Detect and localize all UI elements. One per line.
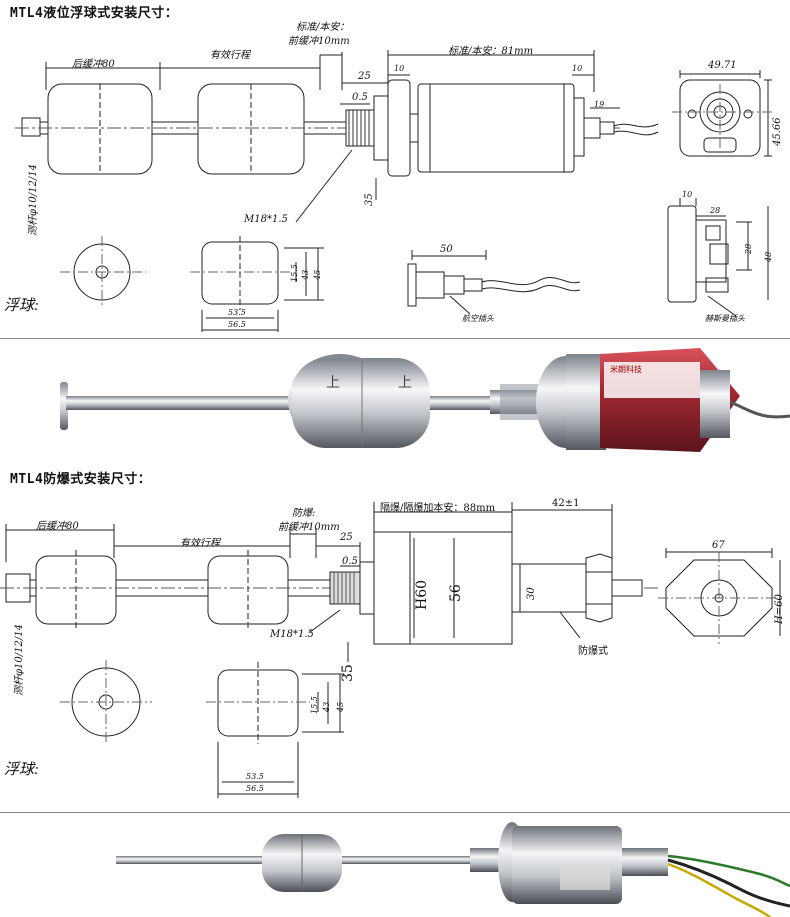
label-rear-buffer: 后缓冲80	[72, 59, 115, 70]
product-photo-steel	[0, 814, 790, 917]
label-float-56-5: 56.5	[228, 320, 246, 329]
label-std-front: 标准/本安：	[296, 22, 350, 33]
label-float-15-5: 15.5	[290, 264, 299, 282]
exp-label-float-43: 43	[322, 701, 331, 712]
label-thread: M18*1.5	[244, 214, 288, 225]
exp-label-float-45: 45	[336, 701, 345, 712]
label-stroke: 有效行程	[210, 50, 250, 61]
label-dim-28a: 28	[710, 206, 721, 215]
exp-label-proof: 防爆:	[292, 508, 316, 519]
mtl4-section-title: MTL4液位浮球式安装尺寸：	[10, 6, 179, 21]
label-hirschmann-plug: 赫斯曼插头	[705, 314, 745, 323]
exp-label-rear-buffer: 后缓冲80	[36, 521, 79, 532]
label-dim-48: 48	[764, 251, 773, 262]
label-dim-50: 50	[440, 244, 453, 255]
exp-label-dim-56: 56	[448, 584, 464, 602]
exp-label-thread: M18*1.5	[270, 629, 314, 640]
explosion-drawing-panel: MTL4防爆式安装尺寸：	[0, 462, 790, 810]
label-dim-35: 35	[364, 193, 375, 206]
exp-label-dim-35: 35	[340, 664, 356, 682]
float-mark-a: 上	[326, 375, 340, 391]
label-dim-19: 19	[594, 100, 605, 109]
exp-label-dim-0-5: 0.5	[342, 556, 358, 567]
exp-float-label: 浮球:	[4, 762, 39, 778]
mtl4-drawing-svg	[15, 50, 772, 332]
exp-label-rod: 测杆φ10/12/14	[14, 624, 25, 696]
product-photo-red: 米朗科技 上 上	[0, 340, 790, 462]
exp-label-stroke: 有效行程	[180, 538, 220, 549]
label-dim-10b: 10	[572, 64, 583, 73]
exp-label-float-53-5: 53.5	[246, 772, 264, 781]
label-rod: 测杆φ10/12/14	[28, 164, 39, 236]
exp-label-dim-67: 67	[712, 540, 725, 551]
mtl4-drawing-panel: MTL4液位浮球式安装尺寸：	[0, 0, 790, 338]
exp-label-float-15-5: 15.5	[310, 696, 319, 714]
label-dim-10a: 10	[394, 64, 405, 73]
label-height-45-66: 45.66	[772, 117, 783, 146]
exp-label-dim-25: 25	[340, 532, 353, 543]
explosion-section-title: MTL4防爆式安装尺寸：	[10, 472, 152, 487]
divider-2	[0, 812, 790, 813]
label-dim-10c: 10	[682, 190, 693, 199]
exp-label-h60: H60	[414, 579, 430, 610]
photo-brand-label: 米朗科技	[610, 365, 642, 374]
float-label: 浮球:	[4, 298, 39, 314]
red-transmitter-illustration	[60, 348, 790, 452]
divider-1	[0, 338, 790, 339]
label-dim-25: 25	[358, 71, 371, 82]
label-dim-0-5: 0.5	[352, 92, 368, 103]
exp-label-type: 防爆式	[578, 646, 608, 657]
label-std-length: 标准/本安：81mm	[448, 46, 534, 57]
exp-label-iso-length: 隔爆/隔爆加本安：88mm	[380, 503, 496, 514]
label-width-49-71: 49.71	[708, 60, 737, 71]
exp-label-front-buffer: 前缓冲10mm	[278, 522, 340, 533]
float-mark-b: 上	[398, 375, 412, 391]
exp-label-h-60: H=60	[774, 594, 785, 624]
label-dim-28b: 28	[744, 243, 753, 254]
exp-label-float-56-5: 56.5	[246, 784, 264, 793]
label-float-53-5: 53.5	[228, 308, 246, 317]
exp-label-dim-30: 30	[526, 587, 537, 600]
explosion-drawing-svg	[0, 502, 781, 798]
label-float-45: 45	[313, 269, 322, 280]
steel-transmitter-illustration	[116, 822, 790, 917]
label-front-buffer: 前缓冲10mm	[288, 36, 350, 47]
label-aviation-plug: 航空插头	[462, 314, 494, 323]
exp-label-dim-42: 42±1	[552, 498, 580, 509]
label-float-43: 43	[301, 269, 310, 280]
